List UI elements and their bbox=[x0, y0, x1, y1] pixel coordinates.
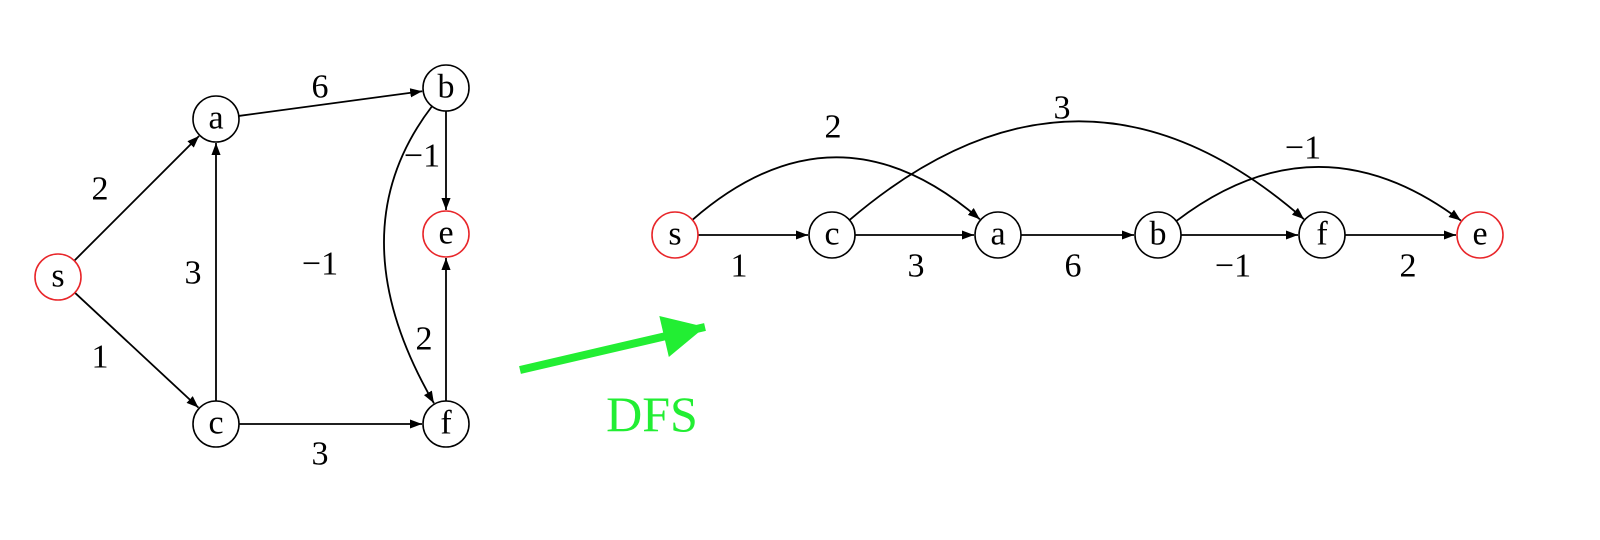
left-edge-weight-f-e: 2 bbox=[416, 321, 433, 358]
right-node-s: s bbox=[651, 211, 699, 259]
right-edge-f-e: 2 bbox=[1345, 230, 1456, 285]
left-node-circle-c bbox=[192, 400, 240, 448]
right-node-a: a bbox=[974, 211, 1022, 259]
left-node-label-f: f bbox=[440, 405, 452, 442]
dfs-label: DFS bbox=[606, 386, 698, 442]
left-edge-weight-s-c: 1 bbox=[92, 339, 109, 376]
left-edge-s-c: 1 bbox=[74, 292, 200, 409]
right-edge-weight-b-e: −1 bbox=[1285, 130, 1321, 167]
right-edge-weight-c-a: 3 bbox=[908, 248, 925, 285]
right-edge-c-f: 3 bbox=[848, 90, 1305, 221]
left-edge-line-b-f bbox=[383, 105, 435, 404]
right-node-c: c bbox=[808, 211, 856, 259]
right-node-label-f: f bbox=[1316, 216, 1328, 253]
input-graph: 2 1 3 6 −1 −1 3 2 s a b c e f bbox=[34, 64, 470, 473]
left-edge-weight-c-f: 3 bbox=[312, 436, 329, 473]
right-edges: 1 3 6 −1 2 2 3 −1 bbox=[691, 90, 1462, 285]
left-edges: 2 1 3 6 −1 −1 3 2 bbox=[73, 69, 451, 473]
left-node-circle-f bbox=[422, 400, 470, 448]
right-edge-weight-a-b: 6 bbox=[1065, 248, 1082, 285]
right-node-f: f bbox=[1298, 211, 1346, 259]
left-node-circle-e bbox=[422, 210, 470, 258]
left-edge-line-s-a bbox=[73, 135, 200, 262]
left-edge-f-e: 2 bbox=[416, 258, 451, 401]
right-node-circle-b bbox=[1134, 211, 1182, 259]
right-node-circle-a bbox=[974, 211, 1022, 259]
right-edge-line-s-a bbox=[691, 156, 981, 221]
left-edge-c-f: 3 bbox=[239, 419, 422, 473]
left-edge-weight-b-f: −1 bbox=[302, 246, 338, 283]
right-node-label-c: c bbox=[824, 216, 839, 253]
left-edge-weight-b-e: −1 bbox=[404, 138, 440, 175]
left-edge-b-e: −1 bbox=[404, 111, 451, 210]
green-arrow bbox=[519, 316, 706, 374]
left-edge-c-a: 3 bbox=[185, 143, 221, 401]
left-edge-weight-s-a: 2 bbox=[92, 171, 109, 208]
left-node-label-a: a bbox=[208, 100, 223, 137]
right-edge-b-f: −1 bbox=[1181, 230, 1298, 285]
dfs-ordered-graph: 1 3 6 −1 2 2 3 −1 s c a b f e bbox=[651, 90, 1504, 285]
right-node-e: e bbox=[1456, 211, 1504, 259]
left-node-circle-s bbox=[34, 253, 82, 301]
right-edge-weight-s-c: 1 bbox=[731, 248, 748, 285]
left-node-circle-a bbox=[192, 95, 240, 143]
left-node-label-c: c bbox=[208, 405, 223, 442]
right-node-label-s: s bbox=[668, 216, 681, 253]
right-edge-weight-f-e: 2 bbox=[1400, 248, 1417, 285]
left-node-s: s bbox=[34, 253, 82, 301]
right-edge-s-a: 2 bbox=[691, 109, 981, 221]
right-edge-c-a: 3 bbox=[855, 230, 974, 285]
left-node-f: f bbox=[422, 400, 470, 448]
right-edge-weight-s-a: 2 bbox=[825, 109, 842, 146]
left-node-label-s: s bbox=[51, 258, 64, 295]
right-node-b: b bbox=[1134, 211, 1182, 259]
left-node-e: e bbox=[422, 210, 470, 258]
left-node-c: c bbox=[192, 400, 240, 448]
right-node-circle-e bbox=[1456, 211, 1504, 259]
right-edge-s-c: 1 bbox=[698, 230, 808, 285]
right-node-circle-c bbox=[808, 211, 856, 259]
right-edge-line-c-f bbox=[848, 120, 1305, 221]
left-node-label-b: b bbox=[438, 69, 455, 106]
right-node-label-b: b bbox=[1150, 216, 1167, 253]
right-node-circle-s bbox=[651, 211, 699, 259]
right-node-label-a: a bbox=[990, 216, 1005, 253]
dfs-transform-arrow: DFS bbox=[519, 316, 706, 442]
right-edge-weight-c-f: 3 bbox=[1054, 90, 1071, 127]
left-edge-weight-c-a: 3 bbox=[185, 255, 202, 292]
left-edge-b-f: −1 bbox=[302, 105, 435, 404]
right-node-circle-f bbox=[1298, 211, 1346, 259]
left-node-b: b bbox=[422, 64, 470, 112]
right-edge-b-e: −1 bbox=[1175, 130, 1462, 222]
left-edge-s-a: 2 bbox=[73, 135, 200, 262]
left-edge-line-a-b bbox=[238, 88, 423, 117]
left-edge-line-s-c bbox=[74, 292, 200, 409]
left-node-a: a bbox=[192, 95, 240, 143]
left-nodes: s a b c e f bbox=[34, 64, 470, 448]
left-edge-a-b: 6 bbox=[238, 69, 423, 117]
left-node-label-e: e bbox=[438, 215, 453, 252]
right-node-label-e: e bbox=[1472, 216, 1487, 253]
right-edge-a-b: 6 bbox=[1021, 230, 1134, 285]
left-edge-weight-a-b: 6 bbox=[312, 69, 329, 106]
left-node-circle-b bbox=[422, 64, 470, 112]
right-edge-weight-b-f: −1 bbox=[1215, 248, 1251, 285]
right-edge-line-b-e bbox=[1175, 166, 1462, 222]
